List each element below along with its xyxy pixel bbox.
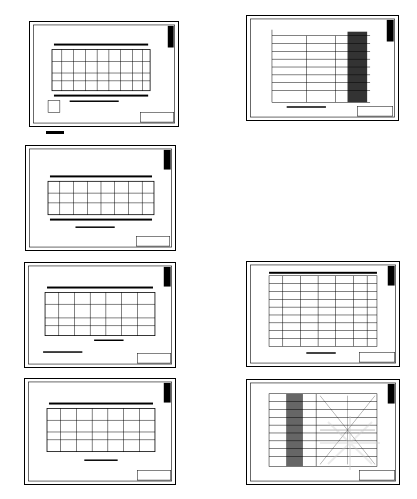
floor-plan-drawing [33, 24, 175, 124]
sheet-floor-plan-3[interactable] [24, 262, 176, 368]
sheet-elevation-1[interactable] [246, 15, 399, 121]
floor-plan-drawing [28, 265, 172, 365]
elevation-drawing [250, 382, 396, 482]
watermark-logo [320, 416, 380, 470]
sheet-floor-plan-2[interactable] [25, 145, 176, 251]
elevation-drawing [250, 264, 396, 364]
elevation-drawing [250, 18, 395, 118]
floor-plan-drawing [29, 148, 172, 248]
sheet-elevation-3[interactable] [246, 379, 400, 485]
sheet-floor-plan-1[interactable] [29, 21, 179, 127]
floor-plan-drawing [28, 381, 172, 482]
sheet-elevation-2[interactable] [246, 261, 400, 367]
sheet-floor-plan-4[interactable] [24, 378, 176, 485]
sheet-caption-bar [46, 131, 64, 134]
